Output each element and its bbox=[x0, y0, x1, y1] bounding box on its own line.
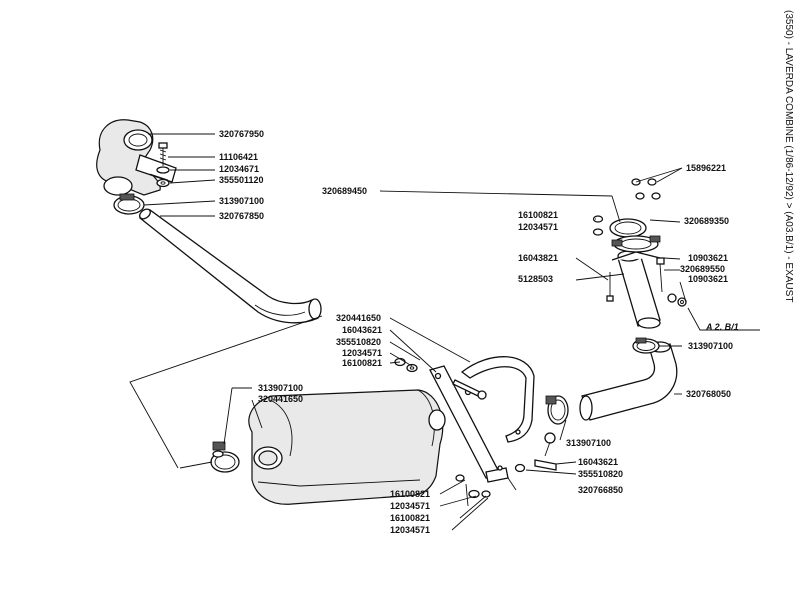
callout-label: 10903621 bbox=[688, 274, 728, 284]
callout-label: 320689350 bbox=[684, 216, 729, 226]
parts-drawing bbox=[96, 119, 760, 531]
bolt-washer-set-1 bbox=[156, 142, 170, 188]
callout-label: 12034571 bbox=[518, 222, 558, 232]
long-bent-pipe-part bbox=[138, 208, 322, 324]
callout-label: 5128503 bbox=[518, 274, 553, 284]
callout-label: 16100821 bbox=[342, 358, 382, 368]
elbow-pipe-part bbox=[96, 119, 177, 196]
side-title: (3550) - LAVERDA COMBINE (1/86-12/92) > … bbox=[783, 10, 794, 302]
callout-label: 320441650 bbox=[258, 394, 303, 404]
callout-label: 320768050 bbox=[686, 389, 731, 399]
callout-label: 12034571 bbox=[390, 525, 430, 535]
callout-label: 320767950 bbox=[219, 129, 264, 139]
callout-label: 320767850 bbox=[219, 211, 264, 221]
callout-label: 313907100 bbox=[258, 383, 303, 393]
callout-label: 355510820 bbox=[578, 469, 623, 479]
callout-label: 313907100 bbox=[566, 438, 611, 448]
callout-label: 12034671 bbox=[219, 164, 259, 174]
callout-label: 320689450 bbox=[322, 186, 367, 196]
callout-label: 12034571 bbox=[390, 501, 430, 511]
vertical-pipe-part bbox=[617, 250, 661, 329]
callout-label: 320766850 bbox=[578, 485, 623, 495]
bolt-washer-set-2 bbox=[394, 357, 557, 499]
callout-label: 10903621 bbox=[688, 253, 728, 263]
clamp-part-3 bbox=[545, 395, 569, 425]
callout-label: 313907100 bbox=[688, 341, 733, 351]
callout-label: 320441650 bbox=[336, 313, 381, 323]
bolt-washer-set-3 bbox=[592, 178, 687, 307]
callout-label: 11106421 bbox=[219, 152, 258, 162]
flange-clamp-part bbox=[609, 218, 661, 261]
callout-label: 16100821 bbox=[390, 489, 430, 499]
callout-label: 355501120 bbox=[219, 175, 264, 185]
leader-lines bbox=[143, 133, 760, 531]
callout-labels: 320767950 11106421 12034671 355501120 31… bbox=[219, 129, 739, 535]
callout-label: 16043821 bbox=[518, 253, 558, 263]
right-bent-pipe-part bbox=[579, 341, 678, 421]
callout-label: 16100821 bbox=[390, 513, 430, 523]
callout-label: 320689550 bbox=[680, 264, 725, 274]
muffler-part bbox=[248, 389, 446, 505]
clamp-part-2 bbox=[210, 441, 240, 473]
callout-label: 16043621 bbox=[342, 325, 382, 335]
connection-lines bbox=[129, 315, 323, 469]
clamp-part-4 bbox=[632, 337, 660, 354]
callout-label: 16043621 bbox=[578, 457, 618, 467]
reference-note: A 2. B/1 bbox=[705, 322, 739, 332]
callout-label: 313907100 bbox=[219, 196, 264, 206]
support-bracket-part bbox=[429, 356, 535, 483]
callout-label: 355510820 bbox=[336, 337, 381, 347]
callout-label: 12034571 bbox=[342, 348, 382, 358]
clamp-part-1 bbox=[113, 193, 145, 215]
callout-label: 15896221 bbox=[686, 163, 726, 173]
callout-label: 16100821 bbox=[518, 210, 558, 220]
